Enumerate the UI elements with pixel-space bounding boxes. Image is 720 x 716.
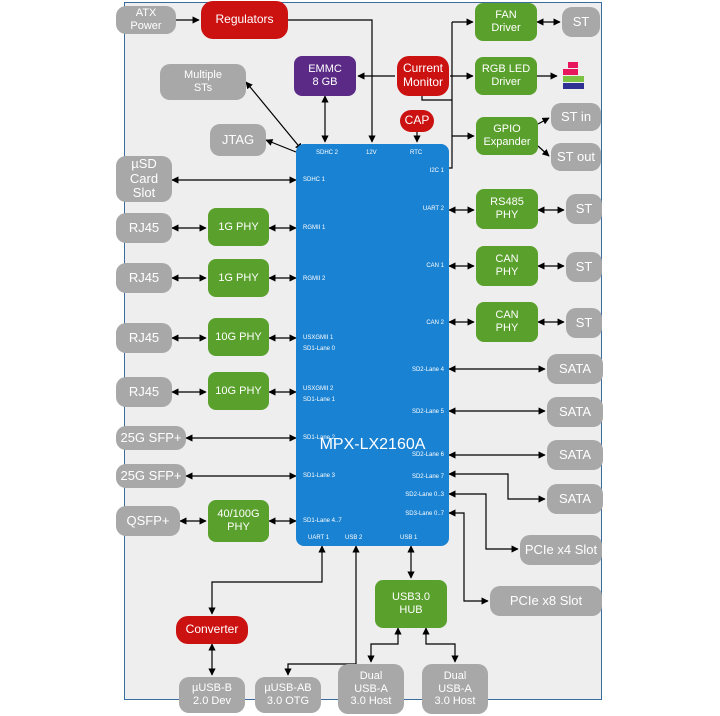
led-segment	[568, 69, 578, 75]
jtag-block: JTAG	[210, 124, 266, 156]
soc-pin-label: SD1-Lane 0	[303, 346, 336, 352]
soc-pin-label: CAN 2	[426, 320, 444, 326]
connector-line	[422, 627, 459, 663]
gpio-expander-block: GPIO Expander	[476, 117, 538, 155]
sata-1-block: SATA	[547, 354, 603, 384]
connector-line	[288, 19, 376, 143]
soc-pin-label: 12V	[366, 150, 377, 156]
usb3-hub-block: USB3.0 HUB	[375, 580, 447, 628]
soc-pin-label: SD1-Lane 4..7	[303, 518, 342, 524]
connector-line	[537, 145, 550, 157]
rgb-led-driver-block: RGB LED Driver	[475, 57, 537, 95]
qsfp-block: QSFP+	[116, 506, 180, 536]
pcie-x4-block: PCIe x4 Slot	[520, 535, 602, 565]
connector-line	[367, 627, 402, 663]
cap-block: CAP	[400, 110, 434, 132]
pcie-x8-block: PCIe x8 Slot	[490, 586, 602, 616]
connector-line	[537, 117, 550, 125]
phy-1g-1-block: 1G PHY	[208, 208, 269, 246]
atx-power-block: ATX Power	[116, 6, 176, 34]
rgb-led-icon	[562, 62, 592, 90]
phy-1g-2-block: 1G PHY	[208, 259, 269, 297]
soc-pin-label: RGMII 2	[303, 276, 326, 282]
phy-10g-1-block: 10G PHY	[208, 318, 269, 356]
soc-pin-label: SD3-Lane 0..7	[405, 511, 444, 517]
can-phy-1-block: CAN PHY	[476, 246, 538, 286]
connector-line	[208, 545, 326, 615]
soc-pin-label: SD1-Lane 1	[303, 397, 336, 403]
soc-pin-label: USB 2	[345, 535, 363, 541]
sfp-1-block: 25G SFP+	[116, 426, 186, 450]
rs485-phy-block: RS485 PHY	[476, 189, 538, 229]
connector-line	[448, 490, 519, 553]
rs485-st-block: ST	[566, 194, 602, 224]
soc-block: MPX-LX2160A SDHC 2 12V RTC SDHC 1 RGMII 1 RGMI…	[296, 144, 449, 546]
soc-pin-label: SD1-Lane 2	[303, 435, 336, 441]
soc-pin-label: SD1-Lane 3	[303, 473, 336, 479]
can-st-2-block: ST	[566, 308, 602, 338]
st-out-block: ST out	[551, 143, 601, 171]
soc-pin-label: USXGMII 1	[303, 335, 334, 341]
soc-pin-label: UART 2	[422, 206, 444, 212]
soc-pin-label: SD2-Lane 7	[411, 474, 444, 480]
sata-3-block: SATA	[547, 440, 603, 470]
connector-line	[448, 509, 489, 605]
usb-a-2-block: Dual USB-A 3.0 Host	[422, 664, 488, 714]
rj45-2-block: RJ45	[116, 263, 172, 293]
rj45-1-block: RJ45	[116, 213, 172, 243]
connector-line	[421, 96, 452, 101]
connector-line	[245, 81, 303, 151]
phy-40-100g-block: 40/100G PHY	[208, 500, 269, 542]
soc-pin-label: CAN 1	[426, 263, 444, 269]
usd-card-slot-block: µSD Card Slot	[116, 156, 172, 202]
soc-pin-label: SDHC 1	[303, 177, 326, 183]
soc-pin-label: SDHC 2	[316, 150, 339, 156]
led-segment	[568, 76, 578, 82]
rj45-3-block: RJ45	[116, 323, 172, 353]
usb-ab-block: µUSB-AB 3.0 OTG	[255, 677, 321, 713]
phy-10g-2-block: 10G PHY	[208, 372, 269, 410]
converter-block: Converter	[176, 616, 248, 644]
usb-b-block: µUSB-B 2.0 Dev	[179, 677, 245, 713]
soc-pin-label: RTC	[410, 150, 423, 156]
led-segment	[568, 62, 578, 68]
st-in-block: ST in	[551, 103, 601, 131]
sfp-2-block: 25G SFP+	[116, 464, 186, 488]
soc-pin-label: SD2-Lane 4	[411, 367, 444, 373]
emmc-block: EMMC 8 GB	[294, 56, 356, 96]
connector-line	[284, 545, 360, 676]
soc-title: MPX-LX2160A	[319, 436, 426, 453]
can-phy-2-block: CAN PHY	[476, 302, 538, 342]
led-segment	[574, 76, 584, 82]
can-st-1-block: ST	[566, 252, 602, 282]
soc-pin-label: UART 1	[308, 535, 330, 541]
sata-2-block: SATA	[547, 397, 603, 427]
usb-a-1-block: Dual USB-A 3.0 Host	[338, 664, 404, 714]
connector-line	[448, 470, 546, 503]
sata-4-block: SATA	[547, 484, 603, 514]
soc-pin-label: SD2-Lane 0..3	[405, 492, 444, 498]
current-monitor-block: Current Monitor	[397, 56, 449, 96]
soc-pin-label: USB 1	[400, 535, 418, 541]
soc-pin-label: SD2-Lane 5	[411, 409, 444, 415]
soc-pin-label: I2C 1	[429, 168, 444, 174]
led-segment	[568, 83, 578, 89]
fan-driver-block: FAN Driver	[475, 3, 537, 41]
fan-st-block: ST	[562, 7, 600, 37]
soc-pin-label: SD2-Lane 6	[411, 452, 444, 458]
regulators-block: Regulators	[201, 1, 288, 39]
connector-line	[265, 139, 297, 153]
rj45-4-block: RJ45	[116, 377, 172, 407]
led-segment	[574, 83, 584, 89]
multiple-sts-block: Multiple STs	[160, 64, 246, 100]
soc-pin-label: USXGMII 2	[303, 386, 334, 392]
soc-pin-label: RGMII 1	[303, 225, 326, 231]
